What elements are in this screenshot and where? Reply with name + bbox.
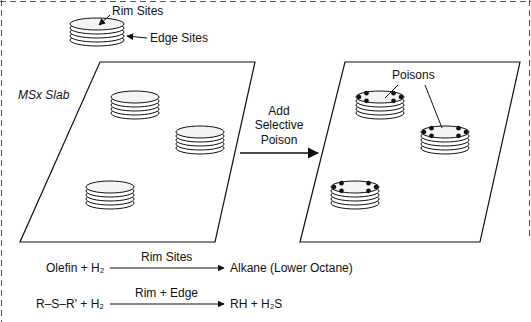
- slab-layer: [331, 181, 379, 193]
- poison-dot: [366, 189, 371, 194]
- msx-slab-stack: [111, 91, 159, 119]
- callout-label: Edge Sites: [150, 31, 208, 45]
- slab-layer: [356, 91, 404, 103]
- support-plane: [300, 62, 520, 242]
- msx-slab-stack: [176, 126, 224, 154]
- poison-dot: [399, 95, 404, 100]
- reactant: R–S–R' + H₂: [36, 297, 104, 311]
- msx-slab-stack: [331, 181, 379, 209]
- slab-layer: [70, 18, 124, 30]
- dashed-border: [0, 1, 531, 2]
- poison-dot: [366, 181, 371, 186]
- leader-arrow: [127, 36, 147, 38]
- poison-dot: [374, 185, 379, 190]
- msx-slab-stack: [356, 91, 404, 119]
- reactant: Olefin + H₂: [46, 261, 104, 275]
- leader-arrow: [99, 15, 110, 25]
- figure-label: MSx Slab: [18, 88, 69, 102]
- poison-dot: [429, 126, 434, 131]
- slab-layer: [86, 181, 134, 193]
- arrow-label: Rim Sites: [141, 250, 192, 264]
- arrow-label: Rim + Edge: [135, 286, 198, 300]
- msx-slab-stack: [86, 181, 134, 209]
- poison-dot: [456, 134, 461, 139]
- poison-dot: [391, 99, 396, 104]
- poison-dot: [422, 130, 427, 135]
- poison-dot: [464, 130, 469, 135]
- poison-dot: [332, 185, 337, 190]
- poison-dot: [339, 181, 344, 186]
- product: RH + H₂S: [230, 297, 282, 311]
- leader-line: [425, 85, 442, 128]
- poison-dot: [357, 95, 362, 100]
- poison-dot: [456, 126, 461, 131]
- callout-label: Rim Sites: [112, 4, 163, 18]
- poison-dot: [339, 189, 344, 194]
- slab-layer: [176, 126, 224, 138]
- reaction-arrow: [110, 304, 224, 305]
- reaction-arrow: [110, 268, 224, 269]
- slab-layer: [111, 91, 159, 103]
- msx-slab-stack: [421, 126, 469, 154]
- dashed-border: [1, 0, 2, 322]
- dashed-border: [529, 0, 530, 240]
- poison-dot: [364, 99, 369, 104]
- poison-dot: [429, 134, 434, 139]
- process-arrow: [240, 152, 318, 154]
- leader-line: [385, 85, 398, 98]
- poison-dot: [364, 91, 369, 96]
- product: Alkane (Lower Octane): [230, 261, 353, 275]
- slab-layer: [421, 126, 469, 138]
- process-label: Add Selective Poison: [249, 104, 309, 147]
- callout-label: Poisons: [392, 68, 435, 82]
- msx-slab-stack: [70, 18, 124, 46]
